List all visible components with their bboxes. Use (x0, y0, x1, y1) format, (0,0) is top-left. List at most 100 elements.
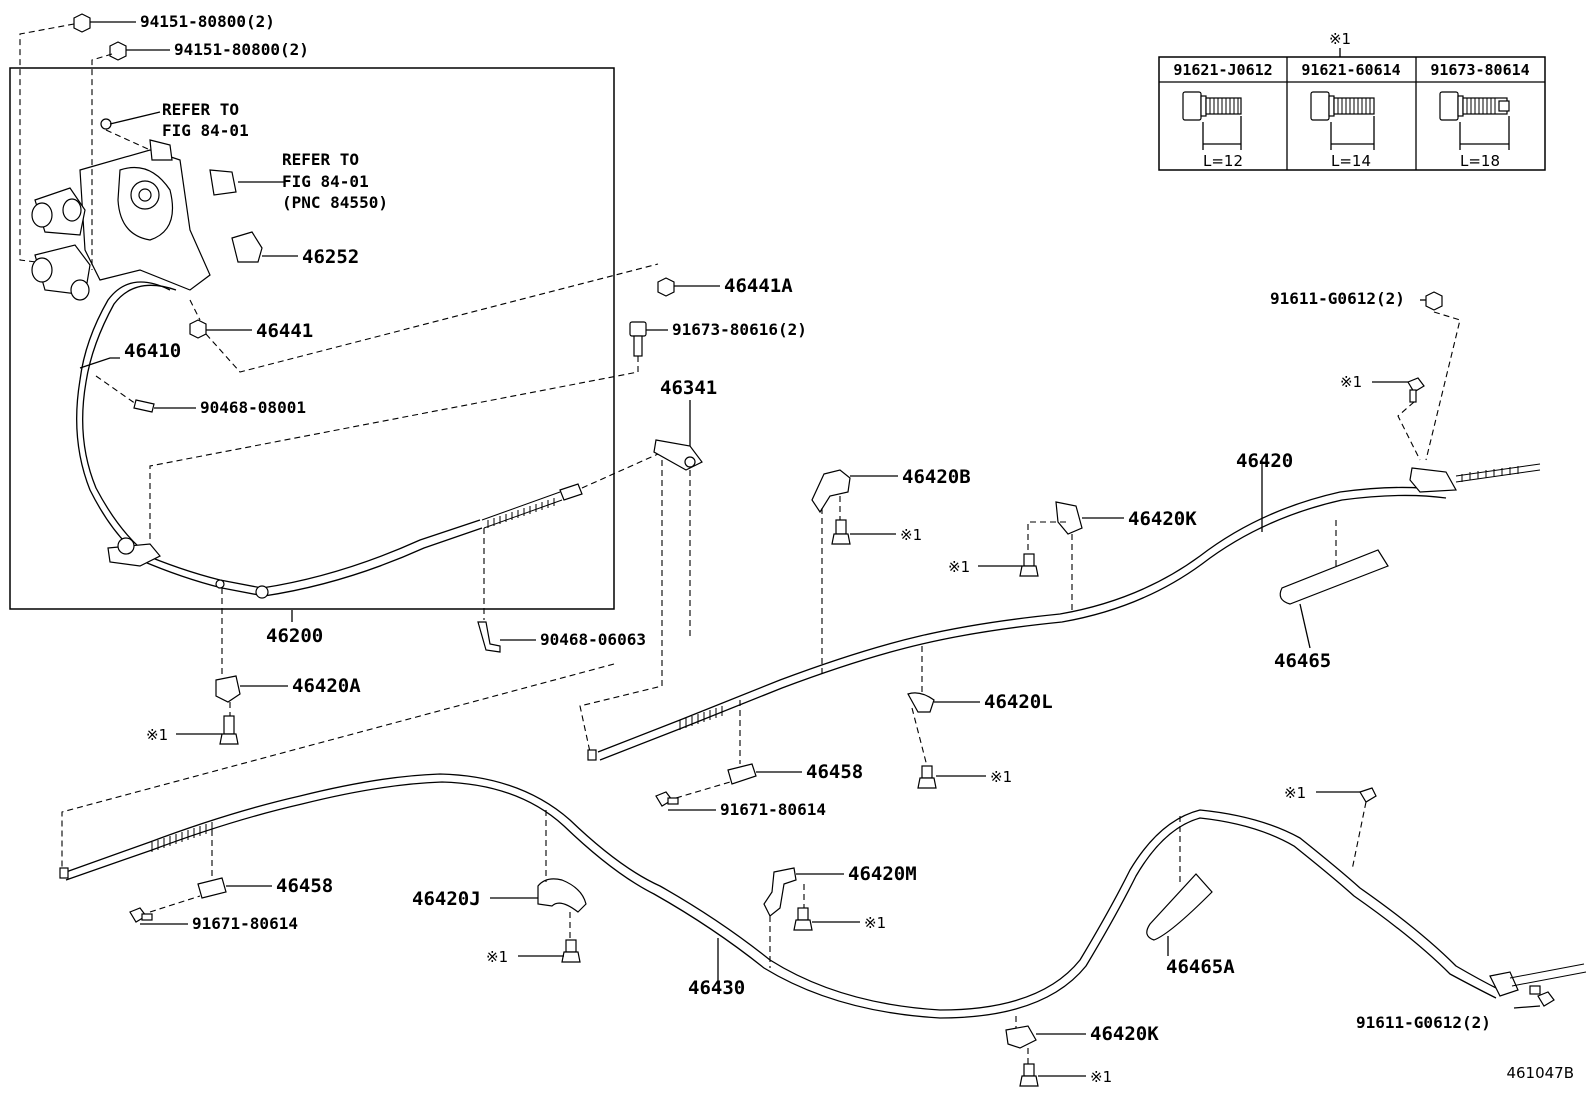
label-91611-G0612-top: 91611-G0612(2) (1270, 289, 1405, 308)
label-46200: 46200 (266, 625, 323, 647)
table-col-2-part: 91621-60614 (1301, 61, 1400, 79)
nut-94151-second-icon (109, 41, 127, 61)
clip-90468-08001-icon (133, 399, 155, 413)
label-46252: 46252 (302, 246, 359, 268)
label-46420: 46420 (1236, 450, 1293, 472)
cable-46430 (65, 773, 1501, 1011)
label-91611-G0612-low: 91611-G0612(2) (1356, 1013, 1491, 1032)
front-assembly-frame (9, 67, 615, 610)
bolt-icon-l18 (1439, 91, 1510, 150)
bolt-46420A-icon (219, 715, 239, 745)
label-46420K-low: 46420K (1090, 1023, 1159, 1045)
nut-46441-icon (189, 319, 207, 339)
bolt-46420K-low-icon (1019, 1063, 1039, 1087)
label-46420A: 46420A (292, 675, 361, 697)
cable-cover-46252-icon (231, 231, 263, 263)
bolt-46420K-top-icon (1019, 553, 1039, 577)
nut-94151-top-icon (73, 13, 91, 33)
label-s1-a: ※1 (146, 726, 168, 744)
bolt-icon-l14 (1310, 91, 1375, 150)
bolt-91673-80616-icon (629, 321, 647, 357)
table-col-2-length: L=14 (1331, 152, 1371, 170)
label-90468-08001: 90468-08001 (200, 398, 306, 417)
label-s1-b: ※1 (900, 526, 922, 544)
label-91673-80616: 91673-80616(2) (672, 320, 807, 339)
bolt-91611-top-icon (1425, 291, 1443, 311)
parking-brake-lever-assembly (31, 139, 237, 301)
label-46341: 46341 (660, 377, 717, 399)
table-col-1-part: 91621-J0612 (1173, 61, 1272, 79)
bolt-91671-mid-icon (655, 791, 679, 807)
refer-b-line3: (PNC 84550) (282, 193, 388, 212)
grommet-46458-mid-icon (727, 763, 757, 785)
bolt-91611-low-icon (1529, 985, 1555, 1007)
label-46441A: 46441A (724, 275, 793, 297)
diagram-id: 461047B (1506, 1064, 1574, 1082)
label-46430: 46430 (688, 977, 745, 999)
clamp-46420A-icon (215, 675, 241, 703)
label-94151-80800-a: 94151-80800(2) (140, 12, 275, 31)
label-91671-80614-low: 91671-80614 (192, 914, 298, 933)
refer-b-line1: REFER TO (282, 150, 359, 169)
label-s1-i: ※1 (1090, 1068, 1112, 1086)
bolt-46420B-icon (831, 519, 851, 545)
label-46420K-top: 46420K (1128, 508, 1197, 530)
cable-spring-46200 (481, 491, 563, 529)
clamp-46420J-icon (537, 878, 587, 913)
label-46441: 46441 (256, 320, 313, 342)
screw-refer-icon (100, 118, 112, 130)
label-46458-low: 46458 (276, 875, 333, 897)
bracket-46420M-icon (763, 867, 797, 917)
label-94151-80800-b: 94151-80800(2) (174, 40, 309, 59)
clamp-46420K-low-icon (1005, 1025, 1037, 1049)
nut-46441A-icon (657, 277, 675, 297)
cable-end-fitting-46420-icon (1409, 467, 1457, 493)
table-col-1-length: L=12 (1203, 152, 1243, 170)
bolt-91671-low-icon (129, 907, 153, 923)
cable-46420 (597, 486, 1441, 753)
table-col-3-part: 91673-80614 (1430, 61, 1529, 79)
cable-end-fitting-46430-icon (1489, 971, 1519, 997)
boot-46465A-icon (1146, 873, 1213, 941)
table-col-3-length: L=18 (1460, 152, 1500, 170)
label-46420B: 46420B (902, 466, 971, 488)
cable-46410 (76, 281, 171, 553)
bolt-46420L-icon (917, 765, 937, 789)
refer-b-line2: FIG 84-01 (282, 172, 369, 191)
bolt-icon-l12 (1182, 91, 1242, 150)
label-46410: 46410 (124, 340, 181, 362)
bracket-46420B-icon (811, 469, 851, 514)
label-46420J: 46420J (412, 888, 481, 910)
fastener-spec-table: ※1 91621-J0612 91621-60614 91673-80614 (1158, 30, 1546, 171)
bracket-46341-icon (653, 439, 703, 471)
label-46420L: 46420L (984, 691, 1053, 713)
label-46420M: 46420M (848, 863, 917, 885)
bolt-s1-top-right-icon (1407, 377, 1425, 403)
refer-a-line1: REFER TO (162, 100, 239, 119)
cable-spring-46420 (679, 706, 723, 730)
table-frame (1158, 56, 1546, 171)
clamp-46420L-icon (907, 692, 935, 713)
clamp-46420K-top-icon (1055, 501, 1083, 535)
cable-46200 (137, 519, 481, 589)
refer-a-line2: FIG 84-01 (162, 121, 249, 140)
clip-90468-06063-icon (477, 621, 501, 653)
label-s1-e: ※1 (990, 768, 1012, 786)
label-46465A: 46465A (1166, 956, 1235, 978)
bolt-46420J-icon (561, 939, 581, 963)
label-s1-h: ※1 (1284, 784, 1306, 802)
label-s1-g: ※1 (864, 914, 886, 932)
table-note-mark: ※1 (1329, 30, 1351, 48)
label-s1-d: ※1 (1340, 373, 1362, 391)
label-46458-mid: 46458 (806, 761, 863, 783)
label-s1-f: ※1 (486, 948, 508, 966)
label-s1-c: ※1 (948, 558, 970, 576)
cable-spring-46430 (151, 822, 213, 852)
bolt-s1-low-right-icon (1359, 787, 1377, 803)
label-91671-80614-mid: 91671-80614 (720, 800, 826, 819)
bolt-46420M-icon (793, 907, 813, 931)
boot-46465-icon (1279, 549, 1389, 605)
label-46465: 46465 (1274, 650, 1331, 672)
